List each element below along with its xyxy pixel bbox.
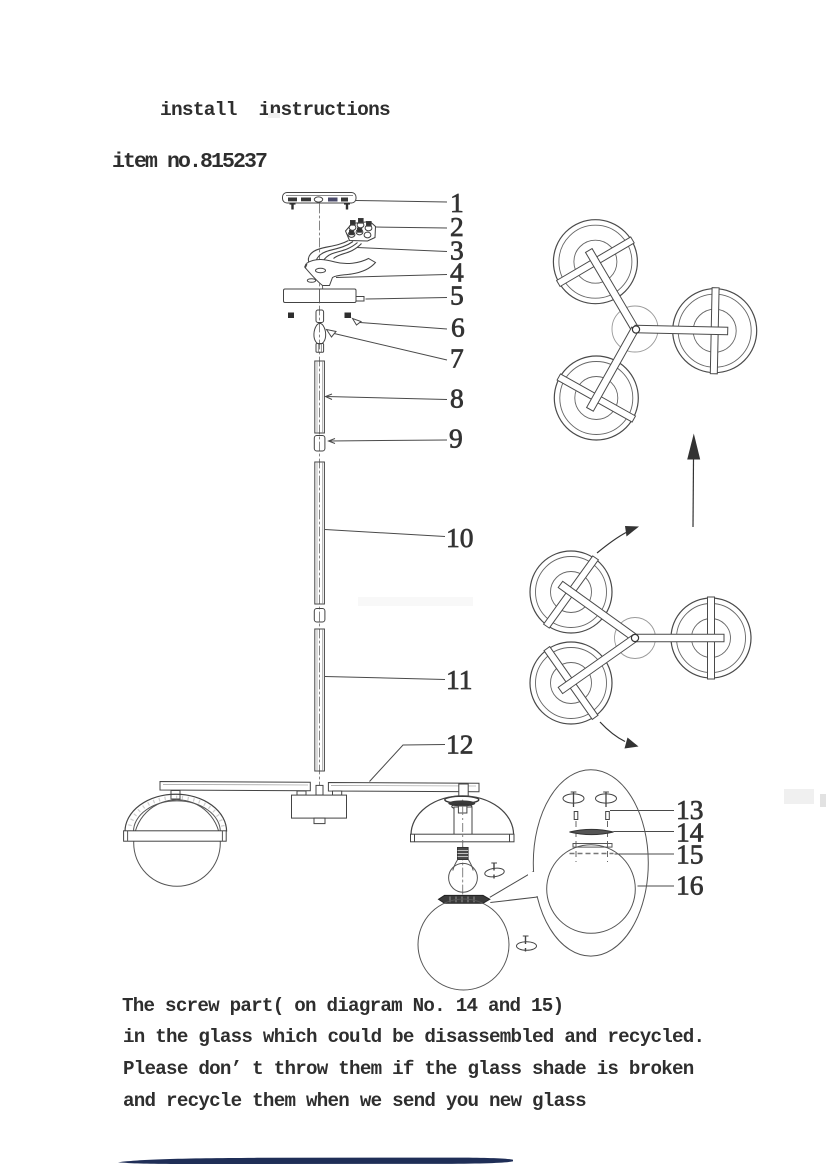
svg-text:13: 13 [676,794,704,825]
svg-text:4: 4 [450,257,464,288]
svg-text:3: 3 [450,235,464,266]
svg-text:2: 2 [450,211,464,242]
svg-text:1: 1 [450,187,464,218]
svg-text:8: 8 [450,383,464,414]
svg-text:14: 14 [676,817,704,848]
svg-text:10: 10 [446,522,474,553]
svg-text:11: 11 [446,664,472,695]
svg-text:9: 9 [449,423,463,454]
svg-text:12: 12 [446,729,474,760]
svg-text:6: 6 [451,312,465,343]
svg-text:5: 5 [450,280,464,311]
svg-text:15: 15 [676,839,704,870]
svg-text:16: 16 [676,870,704,901]
svg-text:7: 7 [450,343,464,374]
